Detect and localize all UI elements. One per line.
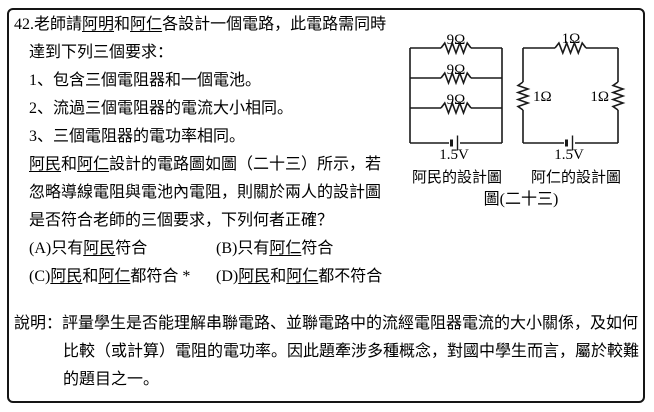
- question-line-8: 是否符合老師的三個要求，下列何者正確？: [29, 212, 334, 229]
- resistor-icon: [440, 40, 472, 56]
- question-block: 42.老師請阿明和阿仁各設計一個電路，此電路需同時 達到下列三個要求： 1、包含…: [14, 11, 386, 291]
- resistor-label: 9Ω: [447, 62, 466, 78]
- question-line-7: 忽略導線電阻與電池內電阻，則關於兩人的設計圖: [29, 184, 382, 201]
- battery-voltage-label: 1.5V: [439, 147, 469, 163]
- explanation-block: 說明：評量學生是否能理解串聯電路、並聯電路中的流經電阻器電流的大小關係，及如何 …: [14, 310, 639, 394]
- resistor-label: 1Ω: [590, 89, 609, 105]
- question-line-6: 阿民和阿仁設計的電路圖如圖（二十三）所示，若: [29, 156, 382, 173]
- resistor-icon: [440, 70, 472, 86]
- circuit-figure-svg: 9Ω 9Ω 9Ω 1.5V 阿民的設計圖 1Ω 1Ω 1Ω: [409, 31, 626, 208]
- explanation-line-2: 比較（或計算）電阻的電功率。因此題牽涉多種概念，對國中學生而言，屬於較難: [63, 343, 640, 360]
- options-row-2: (C)阿民和阿仁都符合 * (D)阿民和阿仁都不符合: [14, 263, 386, 291]
- resistor-icon: [610, 81, 626, 111]
- resistor-icon: [440, 100, 472, 116]
- option-b-label: (B): [216, 240, 238, 257]
- options-row-1: (A)只有阿民符合 (B)只有阿仁符合: [14, 235, 386, 263]
- option-c-label: (C): [29, 268, 51, 285]
- explanation-line-3: 的題目之一。: [63, 371, 160, 388]
- option-a: (A)只有阿民符合: [29, 235, 147, 263]
- battery-voltage-label: 1.5V: [554, 147, 584, 163]
- resistor-icon: [515, 81, 531, 111]
- resistor-label: 1Ω: [533, 89, 552, 105]
- battery-icon: [565, 135, 574, 151]
- wire: [409, 48, 503, 143]
- question-line-1: 42.老師請阿明和阿仁各設計一個電路，此電路需同時: [14, 11, 386, 39]
- battery-icon: [450, 135, 459, 151]
- requirement-3: 3、三個電阻器的電功率相同。: [29, 128, 246, 145]
- aren-caption: 阿仁的設計圖: [531, 169, 621, 186]
- option-a-label: (A): [29, 240, 52, 257]
- option-b: (B)只有阿仁符合: [216, 235, 333, 263]
- resistor-label: 9Ω: [447, 92, 466, 108]
- question-card-border: [7, 8, 645, 403]
- circuit-figure: 9Ω 9Ω 9Ω 1.5V 阿民的設計圖 1Ω 1Ω 1Ω: [405, 14, 650, 214]
- resistor-label: 1Ω: [562, 31, 581, 47]
- question-number: 42.: [14, 16, 34, 33]
- figure-title: 圖(二十三): [484, 190, 559, 208]
- option-b-text: 只有阿仁符合: [237, 240, 334, 257]
- question-line-2: 達到下列三個要求：: [29, 44, 174, 61]
- requirement-1: 1、包含三個電阻器和一個電池。: [29, 72, 262, 89]
- option-c-text: 阿民和阿仁都符合 *: [50, 268, 191, 285]
- amin-caption: 阿民的設計圖: [412, 169, 502, 186]
- explanation-line-1: 說明：評量學生是否能理解串聯電路、並聯電路中的流經電阻器電流的大小關係，及如何: [14, 310, 639, 338]
- resistor-icon: [554, 40, 587, 56]
- explanation-label: 說明：: [14, 315, 63, 332]
- aren-circuit: 1Ω 1Ω 1Ω 1.5V 阿仁的設計圖: [515, 31, 626, 186]
- option-d: (D)阿民和阿仁都不符合: [216, 263, 382, 291]
- option-a-text: 只有阿民符合: [51, 240, 148, 257]
- option-c: (C)阿民和阿仁都符合 *: [29, 263, 190, 291]
- requirement-2: 2、流過三個電阻器的電流大小相同。: [29, 100, 294, 117]
- question-line-1-text: 老師請阿明和阿仁各設計一個電路，此電路需同時: [34, 16, 387, 33]
- option-d-label: (D): [216, 268, 239, 285]
- amin-circuit: 9Ω 9Ω 9Ω 1.5V 阿民的設計圖: [409, 32, 503, 186]
- resistor-label: 9Ω: [447, 32, 466, 48]
- option-d-text: 阿民和阿仁都不符合: [238, 268, 383, 285]
- explanation-line-1-text: 評量學生是否能理解串聯電路、並聯電路中的流經電阻器電流的大小關係，及如何: [62, 315, 639, 332]
